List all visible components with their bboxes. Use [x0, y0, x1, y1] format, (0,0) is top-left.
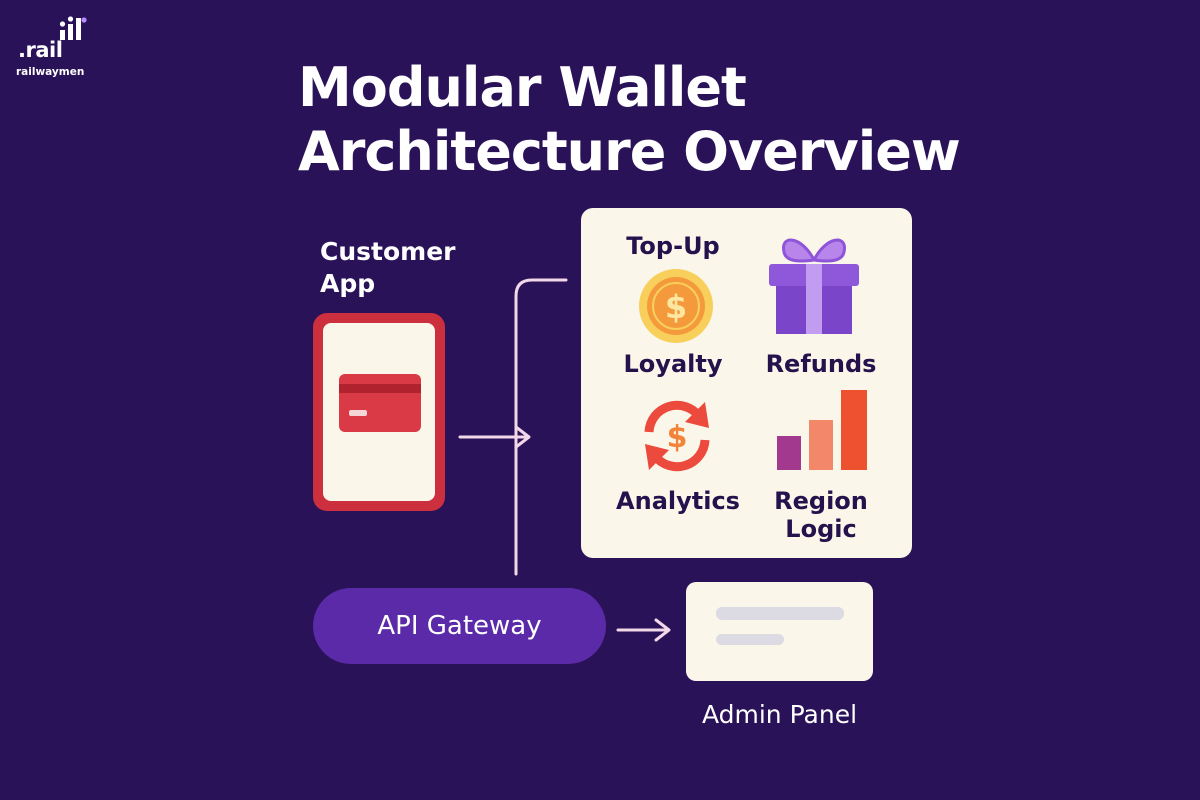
- brand-logo: .rail railwaymen: [14, 16, 104, 86]
- card-stripe: [339, 384, 421, 393]
- title-line-2: Architecture Overview: [298, 120, 961, 183]
- card-chip: [349, 410, 367, 416]
- svg-text:$: $: [667, 420, 688, 455]
- bar-chart-icon: [777, 390, 867, 470]
- module-label-region: Region: [774, 487, 868, 515]
- logo-dots-icon: [59, 16, 87, 40]
- title-line-1: Modular Wallet: [298, 56, 747, 119]
- gift-icon: [769, 238, 859, 334]
- credit-card-icon: [339, 374, 421, 432]
- logo-subtext: railwaymen: [16, 66, 85, 78]
- dollar-refresh-icon: $: [644, 400, 710, 472]
- module-label-analytics: Analytics: [616, 487, 740, 515]
- admin-placeholder-bar: [716, 607, 844, 620]
- customer-app-label-line-2: App: [320, 269, 376, 298]
- customer-app-label: Customer App: [320, 236, 480, 300]
- customer-app-label-line-1: Customer: [320, 237, 456, 266]
- module-label-region-logic: Region Logic: [751, 487, 891, 543]
- phone-icon: [313, 313, 445, 511]
- svg-text:$: $: [665, 288, 687, 326]
- wallet-modules-panel: Top-Up $ Loyalty Refunds $ Analytics Reg…: [581, 208, 912, 558]
- arrow-app-to-modules: [458, 425, 531, 449]
- module-label-refunds: Refunds: [765, 350, 877, 378]
- admin-placeholder-bar-short: [716, 634, 784, 645]
- api-gateway-label: API Gateway: [377, 611, 542, 641]
- phone-screen: [323, 323, 435, 501]
- vertical-connector: [514, 278, 568, 576]
- module-label-top-up: Top-Up: [626, 232, 720, 260]
- arrow-api-to-admin: [616, 618, 671, 642]
- logo-text: .rail: [18, 38, 63, 62]
- dollar-coin-icon: $: [639, 269, 713, 343]
- admin-panel-label: Admin Panel: [701, 700, 858, 729]
- api-gateway-box: API Gateway: [313, 588, 606, 664]
- module-label-logic: Logic: [785, 515, 857, 543]
- page-title: Modular Wallet Architecture Overview: [298, 56, 1018, 184]
- module-label-loyalty: Loyalty: [623, 350, 723, 378]
- admin-panel-box: [686, 582, 873, 681]
